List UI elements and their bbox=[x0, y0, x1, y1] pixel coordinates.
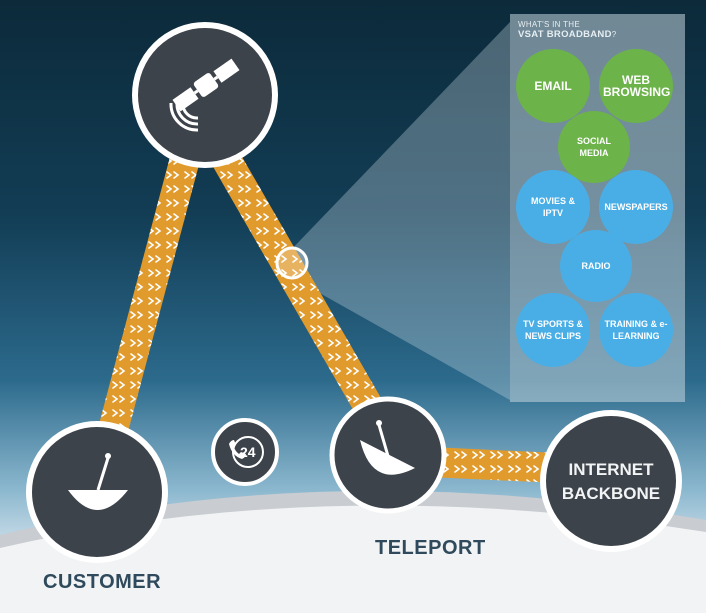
service-bubble-1: EMAIL bbox=[516, 49, 590, 123]
zoom-ring bbox=[275, 246, 309, 280]
teleport-label: TELEPORT bbox=[375, 537, 486, 559]
service-label: NEWSPAPERS bbox=[604, 202, 668, 212]
horizon-surface bbox=[0, 505, 706, 613]
service-label: SOCIAL MEDIA bbox=[576, 136, 611, 158]
phone-24-icon bbox=[229, 436, 264, 468]
service-label: TRAINING & e-LEARNING bbox=[604, 319, 668, 341]
satellite-icon bbox=[169, 58, 240, 132]
service-label: WEB BROWSING bbox=[603, 73, 671, 99]
backbone-node bbox=[540, 410, 682, 552]
backbone-label: INTERNET BACKBONE bbox=[551, 458, 671, 506]
service-bubble-4: MOVIES & IPTV bbox=[516, 170, 590, 244]
panel-title-mark: ? bbox=[611, 30, 617, 39]
service-label: EMAIL bbox=[534, 79, 572, 93]
service-bubble-3: SOCIAL MEDIA bbox=[558, 111, 630, 183]
panel-title-line1: WHAT'S IN THE bbox=[518, 20, 581, 29]
backbone-label-line1: INTERNET bbox=[568, 460, 654, 479]
service-bubble-2: WEB BROWSING bbox=[599, 49, 673, 123]
customer-label: CUSTOMER bbox=[43, 571, 162, 593]
panel-title: WHAT'S IN THE VSAT BROADBAND? bbox=[518, 20, 617, 40]
link-satellite-teleport bbox=[202, 132, 398, 443]
service-bubble-7: TV SPORTS & NEWS CLIPS bbox=[516, 293, 590, 367]
service-label: RADIO bbox=[581, 261, 611, 271]
backbone-label-line2: BACKBONE bbox=[561, 484, 661, 503]
service-bubble-8: TRAINING & e-LEARNING bbox=[599, 293, 673, 367]
zoom-cone bbox=[288, 22, 510, 400]
service-label: TV SPORTS & NEWS CLIPS bbox=[522, 319, 583, 341]
service-label: MOVIES & IPTV bbox=[530, 196, 575, 218]
satellite-dish-icon bbox=[68, 453, 128, 510]
panel-title-line2: VSAT BROADBAND bbox=[518, 29, 612, 40]
service-bubble-5: NEWSPAPERS bbox=[599, 170, 673, 244]
link-satellite-customer bbox=[90, 136, 205, 464]
support-badge bbox=[211, 418, 279, 486]
service-bubble-6: RADIO bbox=[560, 230, 632, 302]
teleport-dish-icon bbox=[360, 420, 415, 475]
support-label: 24 bbox=[240, 444, 256, 460]
